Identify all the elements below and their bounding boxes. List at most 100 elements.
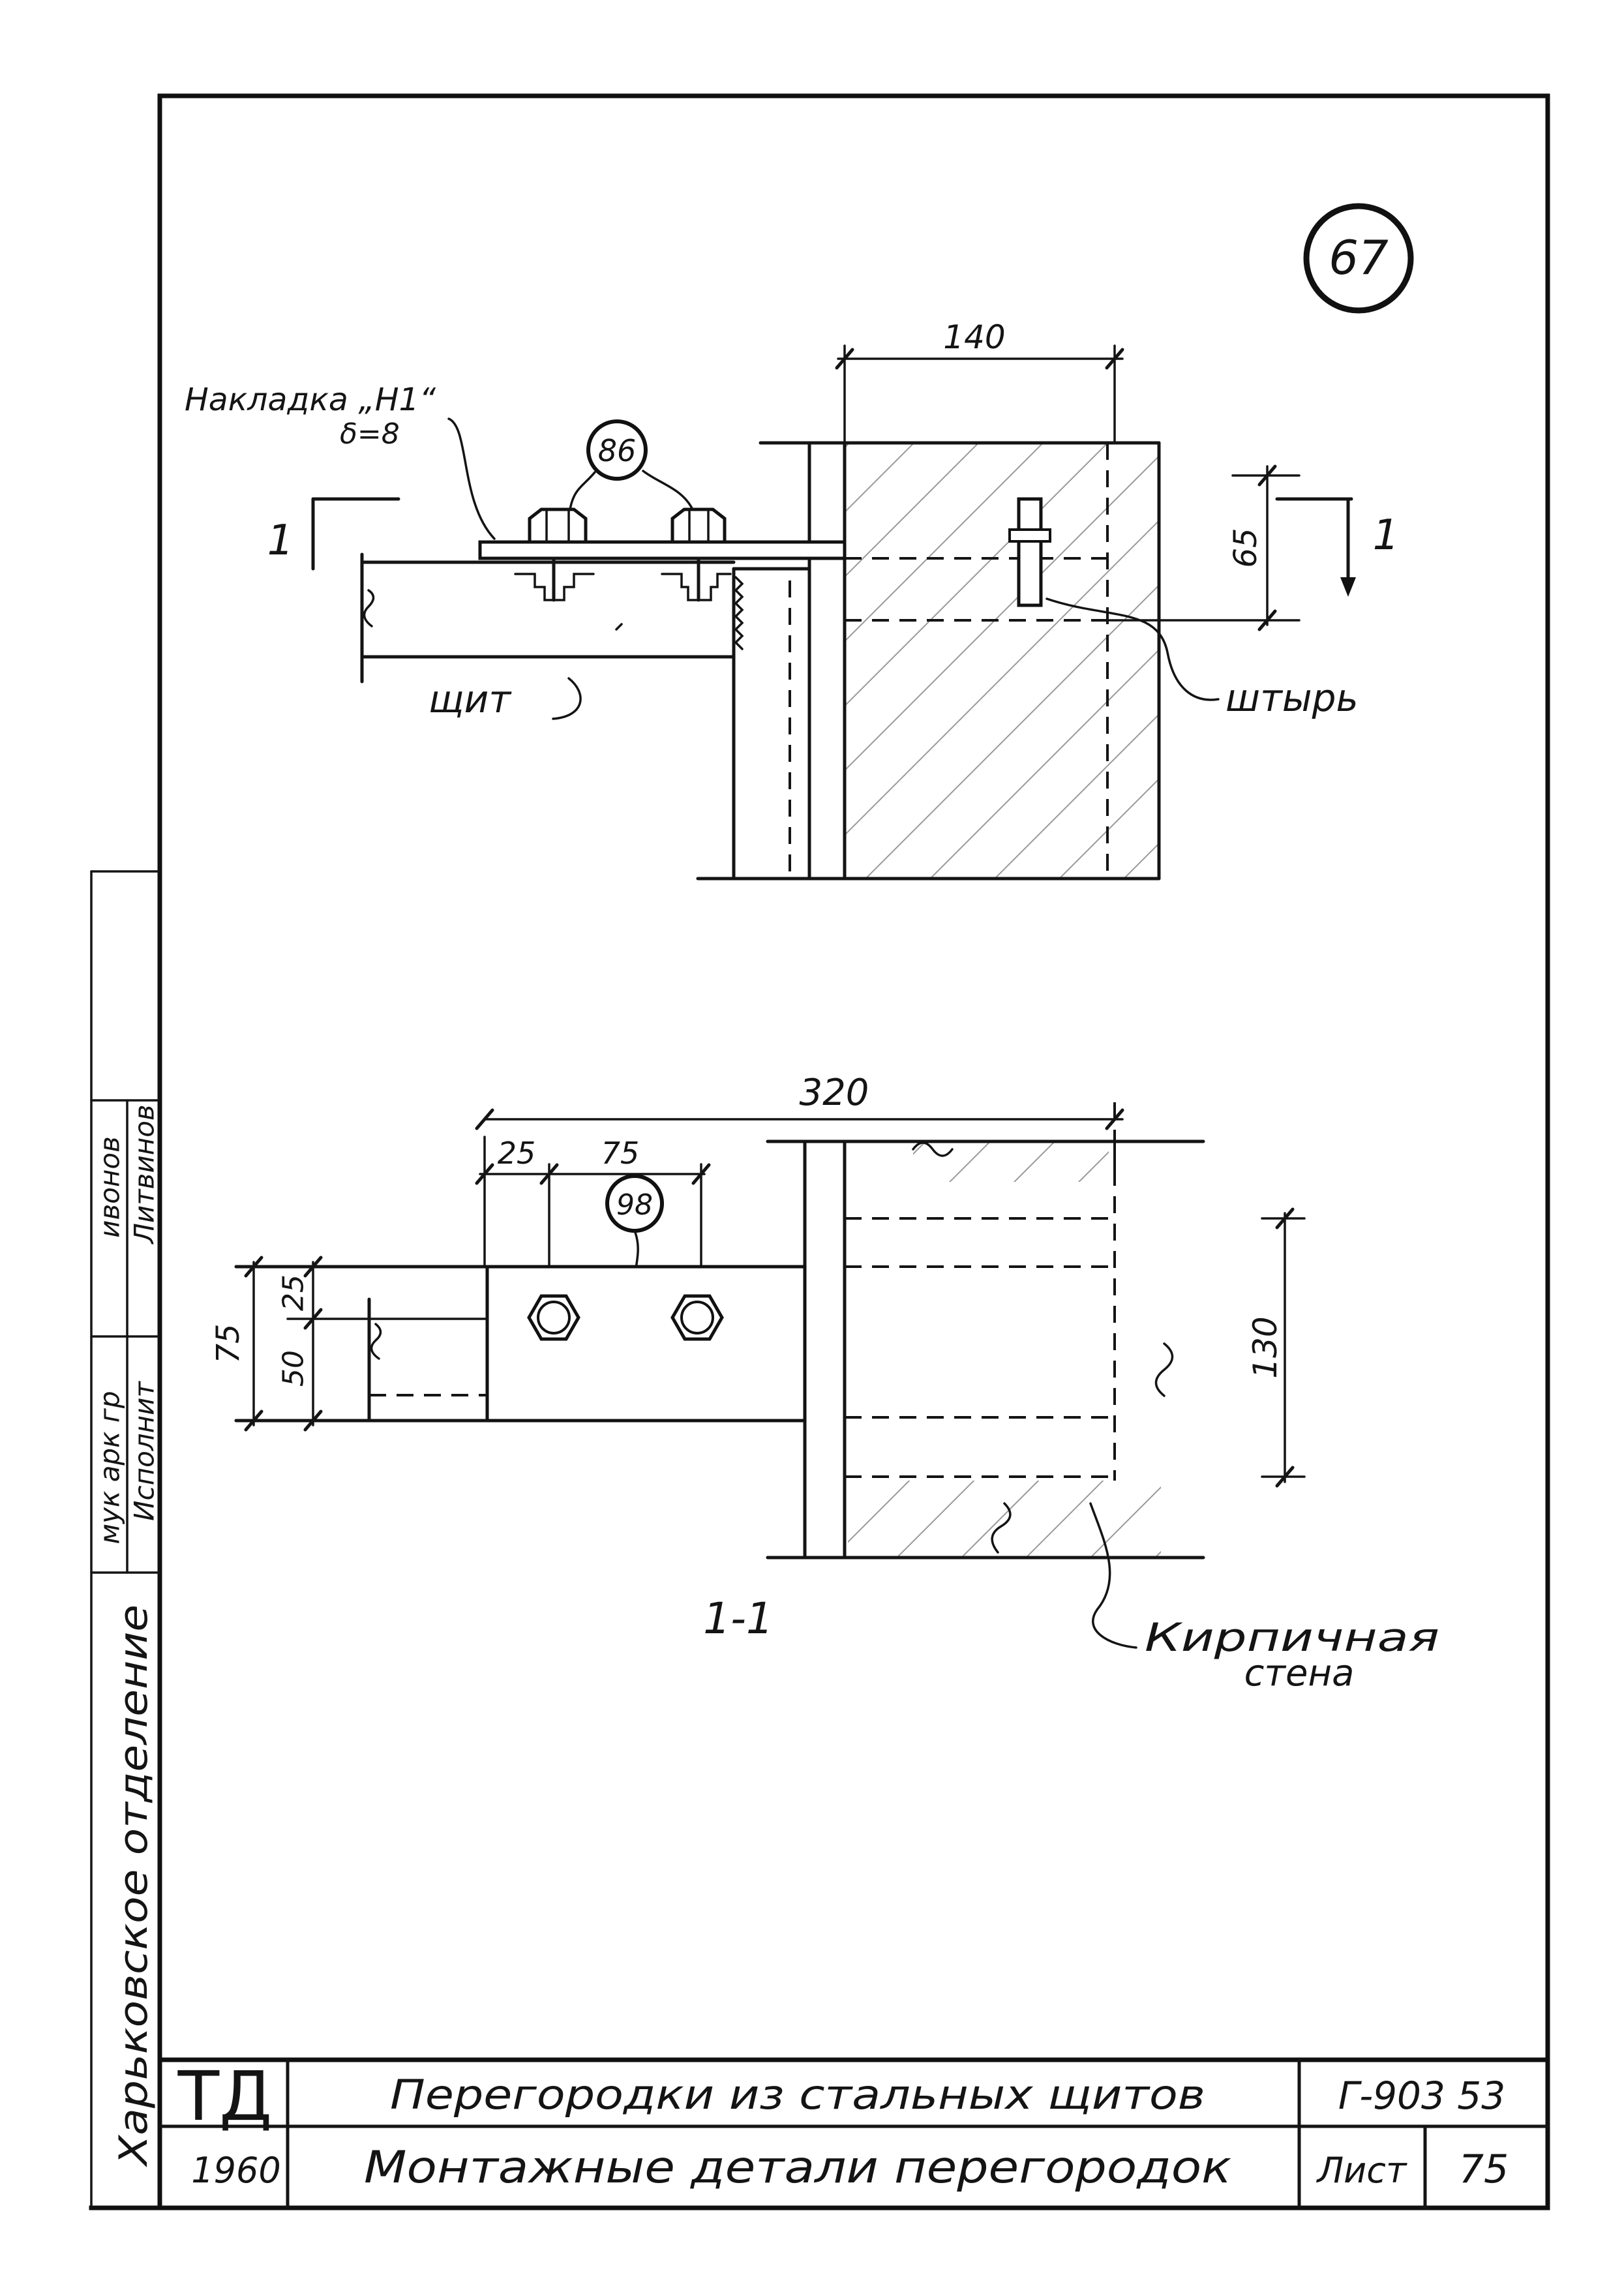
dimension-label-65: 65 (1227, 528, 1264, 567)
dimension-tick (475, 1163, 494, 1185)
dimension-tick (303, 1308, 323, 1330)
break-line (370, 1323, 382, 1360)
overlay-label-text: Накладка „Н1“ (185, 382, 436, 418)
dimension-tick (244, 1410, 263, 1432)
pin-label: штырь (1226, 676, 1359, 720)
pin-leader (1045, 597, 1220, 701)
bolt-nut-left (527, 1294, 580, 1341)
section-view: 320 25 75 98 (210, 1072, 1439, 1695)
callout-number: 86 (598, 433, 637, 468)
stamp-role-2: Исполнит (128, 1381, 160, 1521)
break-line (912, 1141, 954, 1157)
panel-mark (615, 623, 623, 631)
dimension-tick (539, 1163, 559, 1185)
sheet-number-cell: 75 (1459, 2147, 1509, 2192)
org-mark: ТД (177, 2057, 273, 2136)
wall-label-line-1: Кирпичная (1145, 1615, 1439, 1661)
stamp-name-1: ивонов (94, 1136, 126, 1238)
year: 1960 (191, 2150, 280, 2191)
title-block: ТД 1960 Перегородки из стальных щитов Мо… (157, 2057, 1550, 2210)
sheet-frame (89, 93, 1550, 2210)
brick-wall-section (766, 1139, 1205, 1560)
overlay-label: Накладка „Н1“ δ=8 (185, 382, 496, 540)
drawing-title: Перегородки из стальных щитов (390, 2071, 1205, 2119)
brick-wall-plan (696, 441, 1161, 881)
panel-label-group: щит (429, 677, 582, 721)
bolt-head (514, 573, 595, 601)
wall-label-line-2: стена (1244, 1652, 1355, 1695)
dimension-plate-height: 75 (210, 1256, 263, 1432)
overlay-plate (485, 1265, 807, 1423)
dimension-label-25: 25 (498, 1136, 536, 1171)
drawing-subtitle: Монтажные детали перегородок (364, 2142, 1231, 2194)
dimension-tick (1275, 1466, 1295, 1488)
wall-hatching (848, 1481, 1161, 1556)
sheet-label: Лист (1316, 2150, 1407, 2191)
dimension-tick (1275, 1207, 1295, 1229)
dimension-tick (1105, 348, 1124, 370)
dimension-tick (691, 1163, 711, 1185)
series-code: Г-903 53 (1338, 2073, 1505, 2118)
panel-leader (552, 677, 582, 720)
dimension-label-25-vertical: 25 (277, 1274, 310, 1311)
callout-leader (642, 470, 694, 511)
overlay-plate (478, 540, 847, 560)
dimension-label-130: 130 (1246, 1316, 1284, 1378)
overlay-plate-section (234, 1265, 807, 1423)
pin: штырь (1008, 497, 1359, 720)
sheet-number-circle (1303, 203, 1414, 314)
steel-post-plan (732, 441, 847, 881)
overlay-thickness-text: δ=8 (340, 417, 400, 451)
stamp-name-2: Литвинов (128, 1104, 160, 1244)
side-stamp: Литвинов ивонов Исполнит мук арк гр Харь… (90, 870, 161, 2209)
overlay-leader (447, 417, 496, 540)
section-number: 1 (267, 517, 294, 565)
panel-label: щит (429, 677, 512, 721)
dimension-wall-span: 130 (1246, 1207, 1306, 1488)
pin-body (1017, 497, 1043, 607)
dimension-label-320: 320 (800, 1072, 869, 1114)
dimension-plate-split: 25 50 (277, 1256, 323, 1432)
bolt-circle (537, 1301, 571, 1335)
dimension-label-140: 140 (943, 318, 1005, 356)
break-line (991, 1502, 1012, 1554)
dimension-tick (835, 348, 854, 370)
callout-number: 98 (616, 1188, 653, 1222)
section-number: 1 (1373, 511, 1400, 560)
section-mark-left: 1 (267, 497, 400, 571)
bolt-circle (680, 1301, 714, 1335)
bolt-head (661, 573, 732, 601)
dimension-wall-width: 140 (835, 318, 1124, 444)
break-line (1154, 1342, 1174, 1397)
stamp-role-1: мук арк гр (94, 1391, 126, 1544)
dimension-tick (303, 1410, 323, 1432)
callout-circle (586, 419, 648, 481)
dimension-tick (303, 1256, 323, 1278)
break-line (363, 589, 375, 627)
dimension-bolt-spacing: 25 75 (475, 1136, 711, 1299)
dimension-tick (1257, 464, 1277, 487)
dimension-label-75-vertical: 75 (210, 1323, 247, 1363)
sheet-number: 67 (1329, 230, 1389, 285)
dimension-pin-zone: 65 (1106, 464, 1301, 631)
weld-seam (734, 576, 744, 650)
wall-leader (1089, 1502, 1137, 1649)
pin-crossbar (1008, 528, 1051, 543)
dimension-tick (1257, 609, 1277, 631)
steel-panel-plan (360, 552, 736, 684)
overlay-plate-plan (478, 507, 847, 602)
wall-label-group: Кирпичная стена (1089, 1502, 1439, 1695)
dimension-label-75: 75 (601, 1136, 640, 1171)
section-arrow (1340, 577, 1356, 597)
dimension-label-50-vertical: 50 (277, 1350, 310, 1387)
callout-leader (569, 471, 596, 511)
sheet-number-badge: 67 (1303, 203, 1414, 314)
wall-hatching (845, 443, 1159, 879)
dimension-tick (244, 1256, 263, 1278)
stamp-department: Харьковское отделение (111, 1605, 157, 2167)
bolt-nut (528, 507, 588, 544)
bolt-nut (670, 507, 727, 544)
dimension-total: 320 (475, 1072, 1124, 1181)
dimension-tick (475, 1108, 494, 1130)
